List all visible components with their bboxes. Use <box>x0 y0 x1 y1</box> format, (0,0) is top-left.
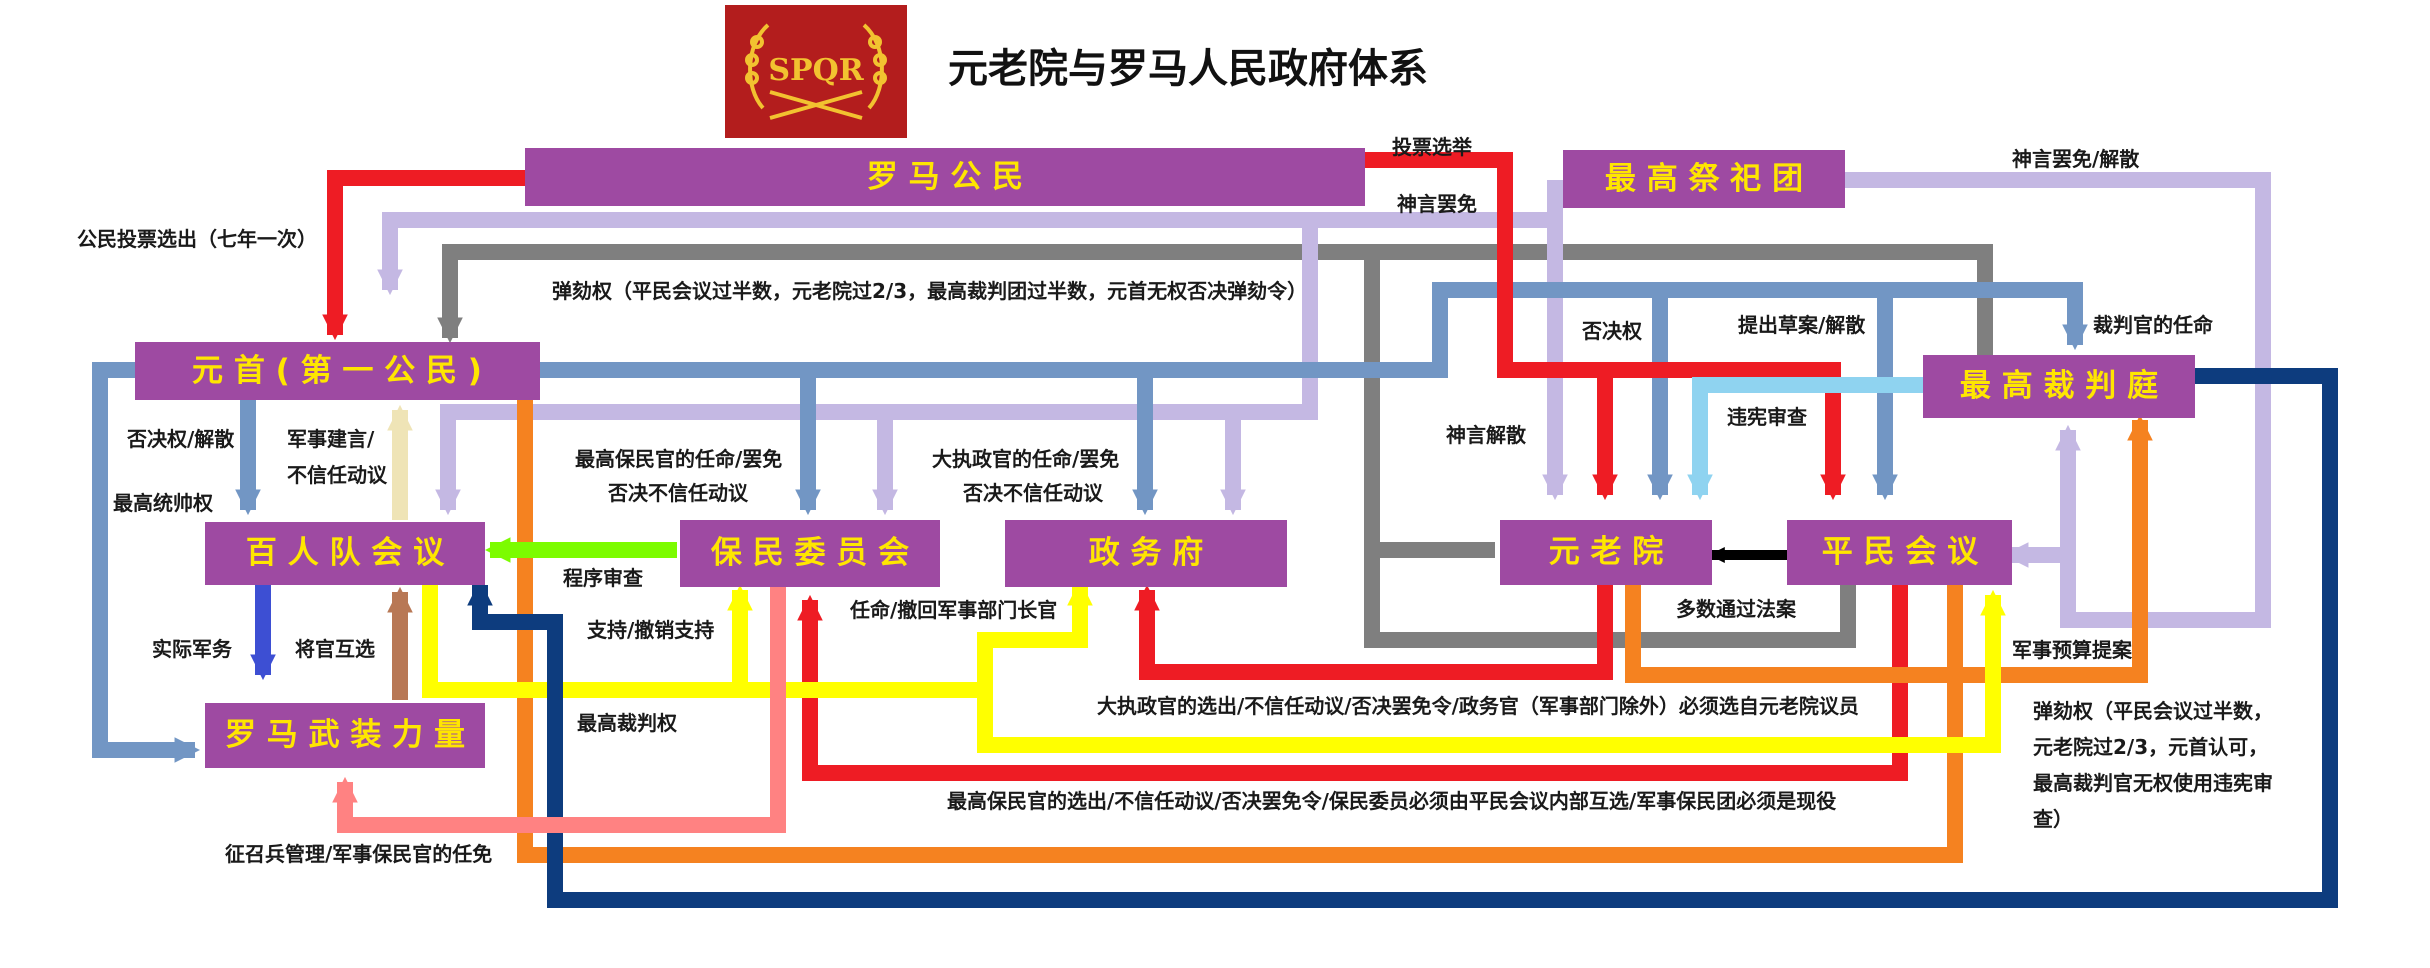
laurel-wreath-icon <box>745 23 887 120</box>
connector-pink-conscription <box>332 585 786 833</box>
label-veto: 否决权 <box>1581 319 1643 343</box>
node-army-label: 罗 马 武 装 力 量 <box>225 717 465 753</box>
emblem-text: SPQR <box>768 53 864 88</box>
node-tribunes: 保 民 委 员 会 <box>680 520 940 587</box>
label-military-budget: 军事预算提案 <box>2012 638 2133 662</box>
label-support-withdraw: 支持/撤销支持 <box>587 618 714 642</box>
connector-orange-majority-pass <box>1625 414 2153 683</box>
connector-navy-supreme-judicial <box>467 368 2338 908</box>
label-consul-appointment: 大执政官的任命/罢免 <box>932 447 1119 471</box>
connector-red-vote-election <box>1365 152 1846 501</box>
label-impeach-note-line-4: 查） <box>2033 807 2073 831</box>
label-majority-pass: 多数通过法案 <box>1676 597 1797 621</box>
label-veto-no-confidence-2: 否决不信任动议 <box>962 481 1104 505</box>
label-tribune-appointment: 最高保民官的任命/罢免 <box>575 447 782 471</box>
connector-lightblue-constitutional-review <box>1687 377 1923 501</box>
label-citizen-vote: 公民投票选出（七年一次） <box>77 227 317 251</box>
label-conscription: 征召兵管理/军事保民官的任免 <box>225 842 492 866</box>
label-divine-removal-dissolve: 神言罢免/解散 <box>2012 147 2140 171</box>
label-veto-no-confidence-1: 否决不信任动议 <box>607 481 749 505</box>
label-divine-dissolve: 神言解散 <box>1446 423 1527 447</box>
node-citizens: 罗 马 公 民 <box>525 148 1365 206</box>
label-vote-election: 投票选举 <box>1392 135 1473 159</box>
label-procedure-review: 程序审查 <box>563 566 643 590</box>
node-government-label: 政 务 府 <box>1089 535 1204 571</box>
node-princeps-label: 元 首 ( 第 一 公 民 ) <box>192 353 482 389</box>
label-tribune-rules: 最高保民官的选出/不信任动议/否决罢免令/保民委员必须由平民会议内部互选/军事保… <box>947 789 1836 813</box>
connector-gray-impeachment <box>437 244 1993 355</box>
node-tribunes-label: 保 民 委 员 会 <box>711 535 909 571</box>
connector-red-citizen-vote <box>322 170 525 341</box>
node-supreme-court-label: 最 高 裁 判 庭 <box>1960 368 2158 404</box>
connector-gray-senate-court <box>1364 542 1856 648</box>
spqr-emblem: SPQR <box>725 5 907 138</box>
node-government: 政 务 府 <box>1005 520 1287 587</box>
label-appoint-recall: 任命/撤回军事部门长官 <box>849 598 1057 622</box>
label-officer-election: 将官互选 <box>295 637 375 661</box>
node-plebeian-label: 平 民 会 议 <box>1822 534 1979 570</box>
label-military-advice: 军事建言/ <box>287 427 375 451</box>
node-senate-label: 元 老 院 <box>1549 534 1664 570</box>
node-pontiffs-label: 最 高 祭 祀 团 <box>1605 161 1803 197</box>
label-divine-removal: 神言罢免 <box>1397 192 1477 216</box>
label-impeach-note-line-1: 弹劾权（平民会议过半数， <box>2033 699 2273 723</box>
label-no-confidence-1: 不信任动议 <box>287 463 388 487</box>
label-impeach-note-line-2: 元老院过2/3，元首认可， <box>2033 735 2268 759</box>
label-draft-dissolve: 提出草案/解散 <box>1738 313 1866 337</box>
connector-red-consul-rules <box>1134 584 1613 680</box>
page-title: 元老院与罗马人民政府体系 <box>948 46 1428 92</box>
node-army: 罗 马 武 装 力 量 <box>205 703 485 768</box>
node-senate: 元 老 院 <box>1500 520 1712 585</box>
node-centuriate: 百 人 队 会 议 <box>205 522 485 585</box>
label-supreme-judicial: 最高裁判权 <box>577 711 678 735</box>
label-consul-rules: 大执政官的选出/不信任动议/否决罢免令/政务官（军事部门除外）必须选自元老院议员 <box>1097 694 1859 718</box>
connector-yellow-consul-rules <box>977 589 2006 753</box>
label-actual-military: 实际军务 <box>152 637 233 661</box>
node-pontiffs: 最 高 祭 祀 团 <box>1563 150 1845 208</box>
node-supreme-court: 最 高 裁 判 庭 <box>1923 355 2195 418</box>
connector-yellow-support <box>422 579 1093 698</box>
node-princeps: 元 首 ( 第 一 公 民 ) <box>135 342 540 400</box>
label-judge-appointment: 裁判官的任命 <box>2093 313 2214 337</box>
node-citizens-label: 罗 马 公 民 <box>867 159 1023 195</box>
label-constitutional-review: 违宪审查 <box>1727 405 1807 429</box>
label-impeach-note-line-3: 最高裁判官无权使用违宪审 <box>2033 771 2273 795</box>
label-supreme-command: 最高统帅权 <box>113 491 214 515</box>
node-centuriate-label: 百 人 队 会 议 <box>246 535 445 571</box>
label-veto-dissolve: 否决权/解散 <box>126 427 235 451</box>
node-plebeian: 平 民 会 议 <box>1787 520 2012 585</box>
label-impeachment: 弹劾权（平民会议过半数，元老院过2/3，最高裁判团过半数，元首无权否决弹劾令） <box>552 279 1307 303</box>
connector-steelblue-supreme-command <box>92 362 201 763</box>
